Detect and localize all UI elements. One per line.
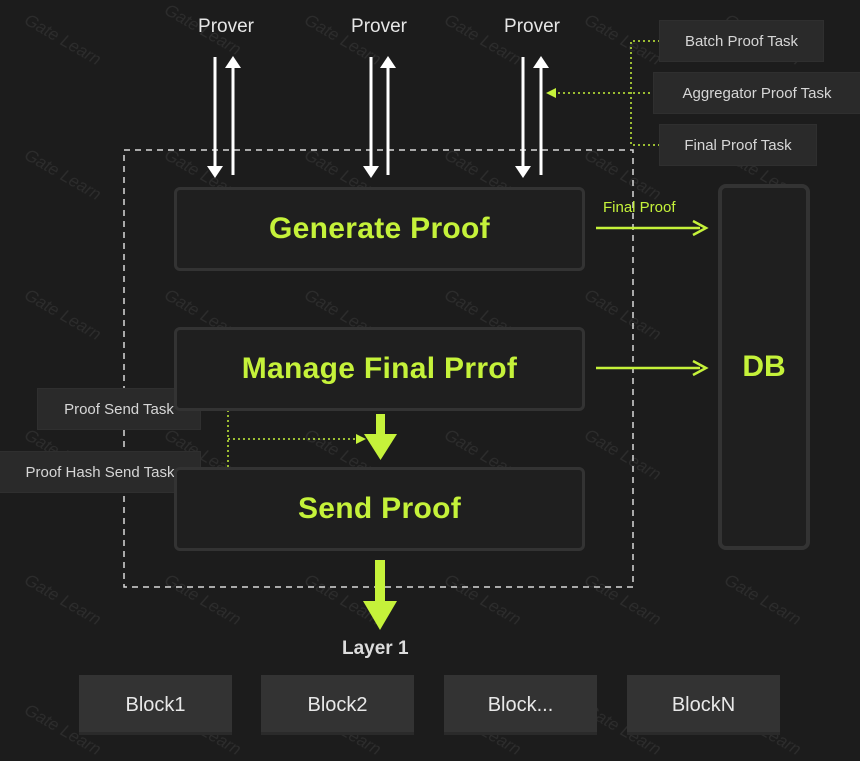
final-proof-arrow	[596, 219, 709, 237]
final-proof-task: Final Proof Task	[660, 125, 816, 165]
prover-arrows-2	[363, 56, 396, 178]
proof-send-task: Proof Send Task	[38, 389, 200, 429]
manage-to-send-arrow	[364, 414, 397, 460]
db-box: DB	[718, 184, 810, 550]
block-box: Block2	[261, 675, 414, 735]
prover-label: Prover	[504, 16, 560, 37]
prover-arrows-3	[515, 56, 549, 178]
send-to-layer1-arrow	[363, 560, 397, 630]
task-arrowhead	[546, 88, 556, 98]
task-bracket-right	[554, 40, 660, 146]
proof-hash-send-task: Proof Hash Send Task	[0, 452, 200, 492]
aggregator-proof-task: Aggregator Proof Task	[654, 73, 860, 113]
send-task-arrowhead	[356, 434, 366, 444]
manage-to-db-arrow	[596, 359, 709, 377]
generate-proof-box: Generate Proof	[174, 187, 585, 271]
layer1-label: Layer 1	[342, 638, 409, 659]
prover-arrows-1	[207, 56, 241, 178]
batch-proof-task: Batch Proof Task	[660, 21, 823, 61]
final-proof-label: Final Proof	[603, 199, 676, 216]
block-box: Block...	[444, 675, 597, 735]
block-box: BlockN	[627, 675, 780, 735]
task-bracket-left	[200, 407, 356, 471]
manage-final-proof-box: Manage Final Prrof	[174, 327, 585, 411]
send-proof-box: Send Proof	[174, 467, 585, 551]
prover-label: Prover	[351, 16, 407, 37]
prover-label: Prover	[198, 16, 254, 37]
block-box: Block1	[79, 675, 232, 735]
